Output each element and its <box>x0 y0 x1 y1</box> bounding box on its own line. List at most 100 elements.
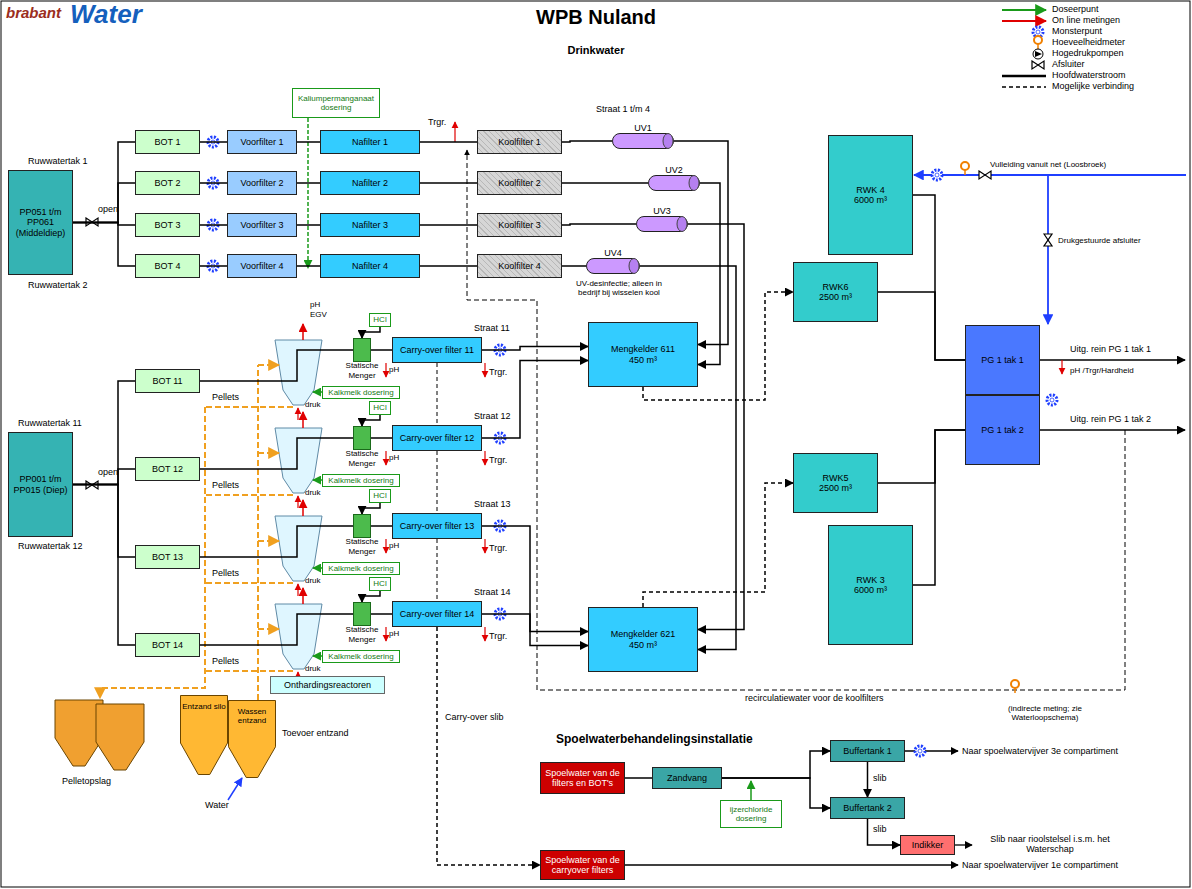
silo: Entzand silo <box>180 695 228 775</box>
flow-connector <box>643 483 793 607</box>
annotation-label: Ruwwatertak 11 <box>18 418 82 428</box>
prefilter-box: Voorfilter 4 <box>227 254 297 278</box>
node-text: 2500 m³ <box>819 483 852 493</box>
node-text: Spoelwater van de carryover filters <box>541 855 624 876</box>
node-text: BOT 14 <box>152 640 183 650</box>
carbon-filter-box: Koolfilter 1 <box>477 130 562 154</box>
flow-connector <box>878 430 965 483</box>
flow-connector <box>562 224 636 225</box>
mixing-cellar: Mengkelder 621450 m³ <box>588 607 698 672</box>
pellet-storage <box>96 704 144 770</box>
node-text: PP051 t/m PP061 (Middeldiep) <box>9 207 72 238</box>
node-text: Voorfilter 2 <box>240 178 283 188</box>
prefilter-box: Voorfilter 2 <box>227 171 297 195</box>
flow-connector <box>297 265 320 267</box>
annotation-label: pH <box>389 453 399 462</box>
dosing-box: HCl <box>369 577 391 591</box>
prefilter-box: Voorfilter 1 <box>227 130 297 154</box>
sand-line <box>258 628 279 630</box>
node-text: ijzerchloride dosering <box>721 805 781 823</box>
node-text: 450 m³ <box>629 640 657 650</box>
legend-text: Afsluiter <box>1052 59 1085 69</box>
node-text: Nafilter 4 <box>352 261 388 271</box>
node-text: Kalkmelk dosering <box>328 652 393 661</box>
legend-text: Hogedrukpompen <box>1052 48 1124 58</box>
annotation-label: Uitg. rein PG 1 tak 1 <box>1070 344 1151 354</box>
node-text: Carry-over filter 14 <box>400 609 475 619</box>
online-measurement <box>484 451 485 465</box>
node-text: HCl <box>373 403 386 412</box>
flow-connector <box>73 485 135 646</box>
uv-unit: UV4 <box>586 258 640 274</box>
dosing-arrow <box>313 567 322 569</box>
node-text: Koolfilter 2 <box>498 178 541 188</box>
node-text: Kalkmelk dosering <box>328 476 393 485</box>
static-mixer: Statische Menger <box>353 602 371 626</box>
node-text: Nafilter 1 <box>352 137 388 147</box>
online-measurement <box>484 539 485 553</box>
annotation-label: druk <box>305 576 321 585</box>
online-measurement <box>297 496 298 508</box>
node-text: 6000 m³ <box>854 585 887 595</box>
dosing-box: ijzerchloride dosering <box>720 800 782 828</box>
online-measurement <box>385 539 386 553</box>
carbon-filter-box: Koolfilter 4 <box>477 254 562 278</box>
online-measurement <box>1061 360 1062 374</box>
annotation-label: Water <box>205 800 229 810</box>
wash-water-box: Spoelwater van de filters en BOT's <box>540 762 625 794</box>
aeration-box: BOT 13 <box>135 545 200 569</box>
well-field: PP051 t/m PP061 (Middeldiep) <box>8 170 73 275</box>
pump-cellar: PG 1 tak 1 <box>965 325 1040 395</box>
prefilter-box: Voorfilter 3 <box>227 213 297 237</box>
annotation-label: druk <box>305 400 321 409</box>
outlet-line <box>625 864 958 865</box>
node-text: Kaliumpermanganaat dosering <box>293 94 379 112</box>
legend-text: On line metingen <box>1052 15 1120 25</box>
node-text: Wassen entzand <box>228 707 276 725</box>
static-mixer: Statische Menger <box>353 426 371 450</box>
reservoir: RWK62500 m³ <box>793 262 878 322</box>
node-text: Statische Menger <box>337 361 387 380</box>
annotation-label: pH <box>389 541 399 550</box>
annotation-label: Trgr. <box>489 543 507 553</box>
node-text: 2500 m³ <box>819 292 852 302</box>
node-text: Nafilter 3 <box>352 220 388 230</box>
dosing-arrow <box>313 479 322 481</box>
node-text: Carry-over filter 11 <box>400 345 474 355</box>
flow-connector <box>420 182 477 184</box>
dosing-box: HCl <box>369 313 391 327</box>
node-text: BOT 4 <box>155 261 181 271</box>
fill-line <box>914 174 1186 176</box>
flow-connector <box>73 381 135 485</box>
node-text: RWK6 <box>823 282 849 292</box>
cylinder-end <box>662 133 674 149</box>
sludge-line <box>437 539 438 600</box>
node-text: Spoelwater van de filters en BOT's <box>541 768 624 789</box>
annotation-label: EGV <box>310 310 327 319</box>
flow-connector <box>420 141 477 143</box>
annotation-label: Pelletopslag <box>62 776 111 786</box>
legend-sample <box>1002 86 1046 88</box>
uv-unit: UV1 <box>612 133 674 149</box>
legend-sample <box>1002 9 1046 11</box>
flow-connector <box>562 265 586 267</box>
annotation-label: Straat 11 <box>474 323 510 333</box>
annotation-label: Uitg. rein PG 1 tak 2 <box>1070 414 1151 424</box>
aeration-box: BOT 12 <box>135 457 200 481</box>
cylinder-end <box>688 175 700 191</box>
reservoir: RWK 36000 m³ <box>828 525 913 645</box>
node-text: Koolfilter 4 <box>498 261 541 271</box>
annotation-label: Water <box>70 0 142 30</box>
dosing-arrow <box>313 391 322 393</box>
node-text: BOT 1 <box>155 137 181 147</box>
legend-sample <box>1002 75 1046 78</box>
aeration-box: BOT 11 <box>135 369 200 393</box>
flow-meter <box>961 162 969 175</box>
node-text: Zandvang <box>667 773 707 783</box>
dosing-box: Kalkmelk dosering <box>322 474 400 487</box>
legend-text: Hoofdwaterstroom <box>1052 70 1126 80</box>
sand-trap: Zandvang <box>652 767 722 789</box>
flow-connector <box>913 195 965 360</box>
node-text: Indikker <box>912 840 944 850</box>
wash-water-box: Spoelwater van de carryover filters <box>540 850 625 880</box>
